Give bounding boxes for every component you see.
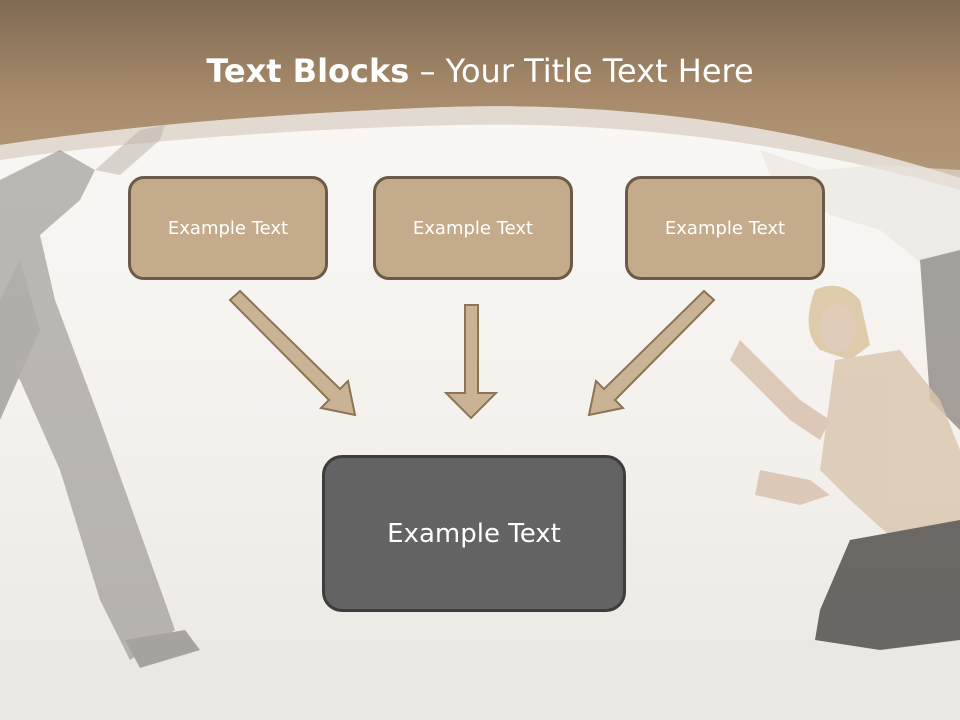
center-text-block[interactable]: Example Text (322, 455, 626, 612)
header-band (0, 0, 960, 178)
center-text-block-label: Example Text (387, 518, 561, 549)
text-block-3[interactable]: Example Text (625, 176, 825, 280)
text-block-2[interactable]: Example Text (373, 176, 573, 280)
text-block-1-label: Example Text (167, 217, 289, 239)
title-dash: – (409, 52, 446, 90)
woman-figure-image (730, 285, 960, 650)
title-text: Your Title Text Here (445, 52, 754, 90)
text-block-3-label: Example Text (664, 217, 786, 239)
slide-title: Text Blocks – Your Title Text Here (0, 52, 960, 90)
title-bold: Text Blocks (206, 52, 410, 90)
header-curve-highlight (0, 106, 960, 190)
text-block-2-label: Example Text (412, 217, 534, 239)
text-block-1[interactable]: Example Text (128, 176, 328, 280)
left-figure-image (0, 125, 200, 668)
